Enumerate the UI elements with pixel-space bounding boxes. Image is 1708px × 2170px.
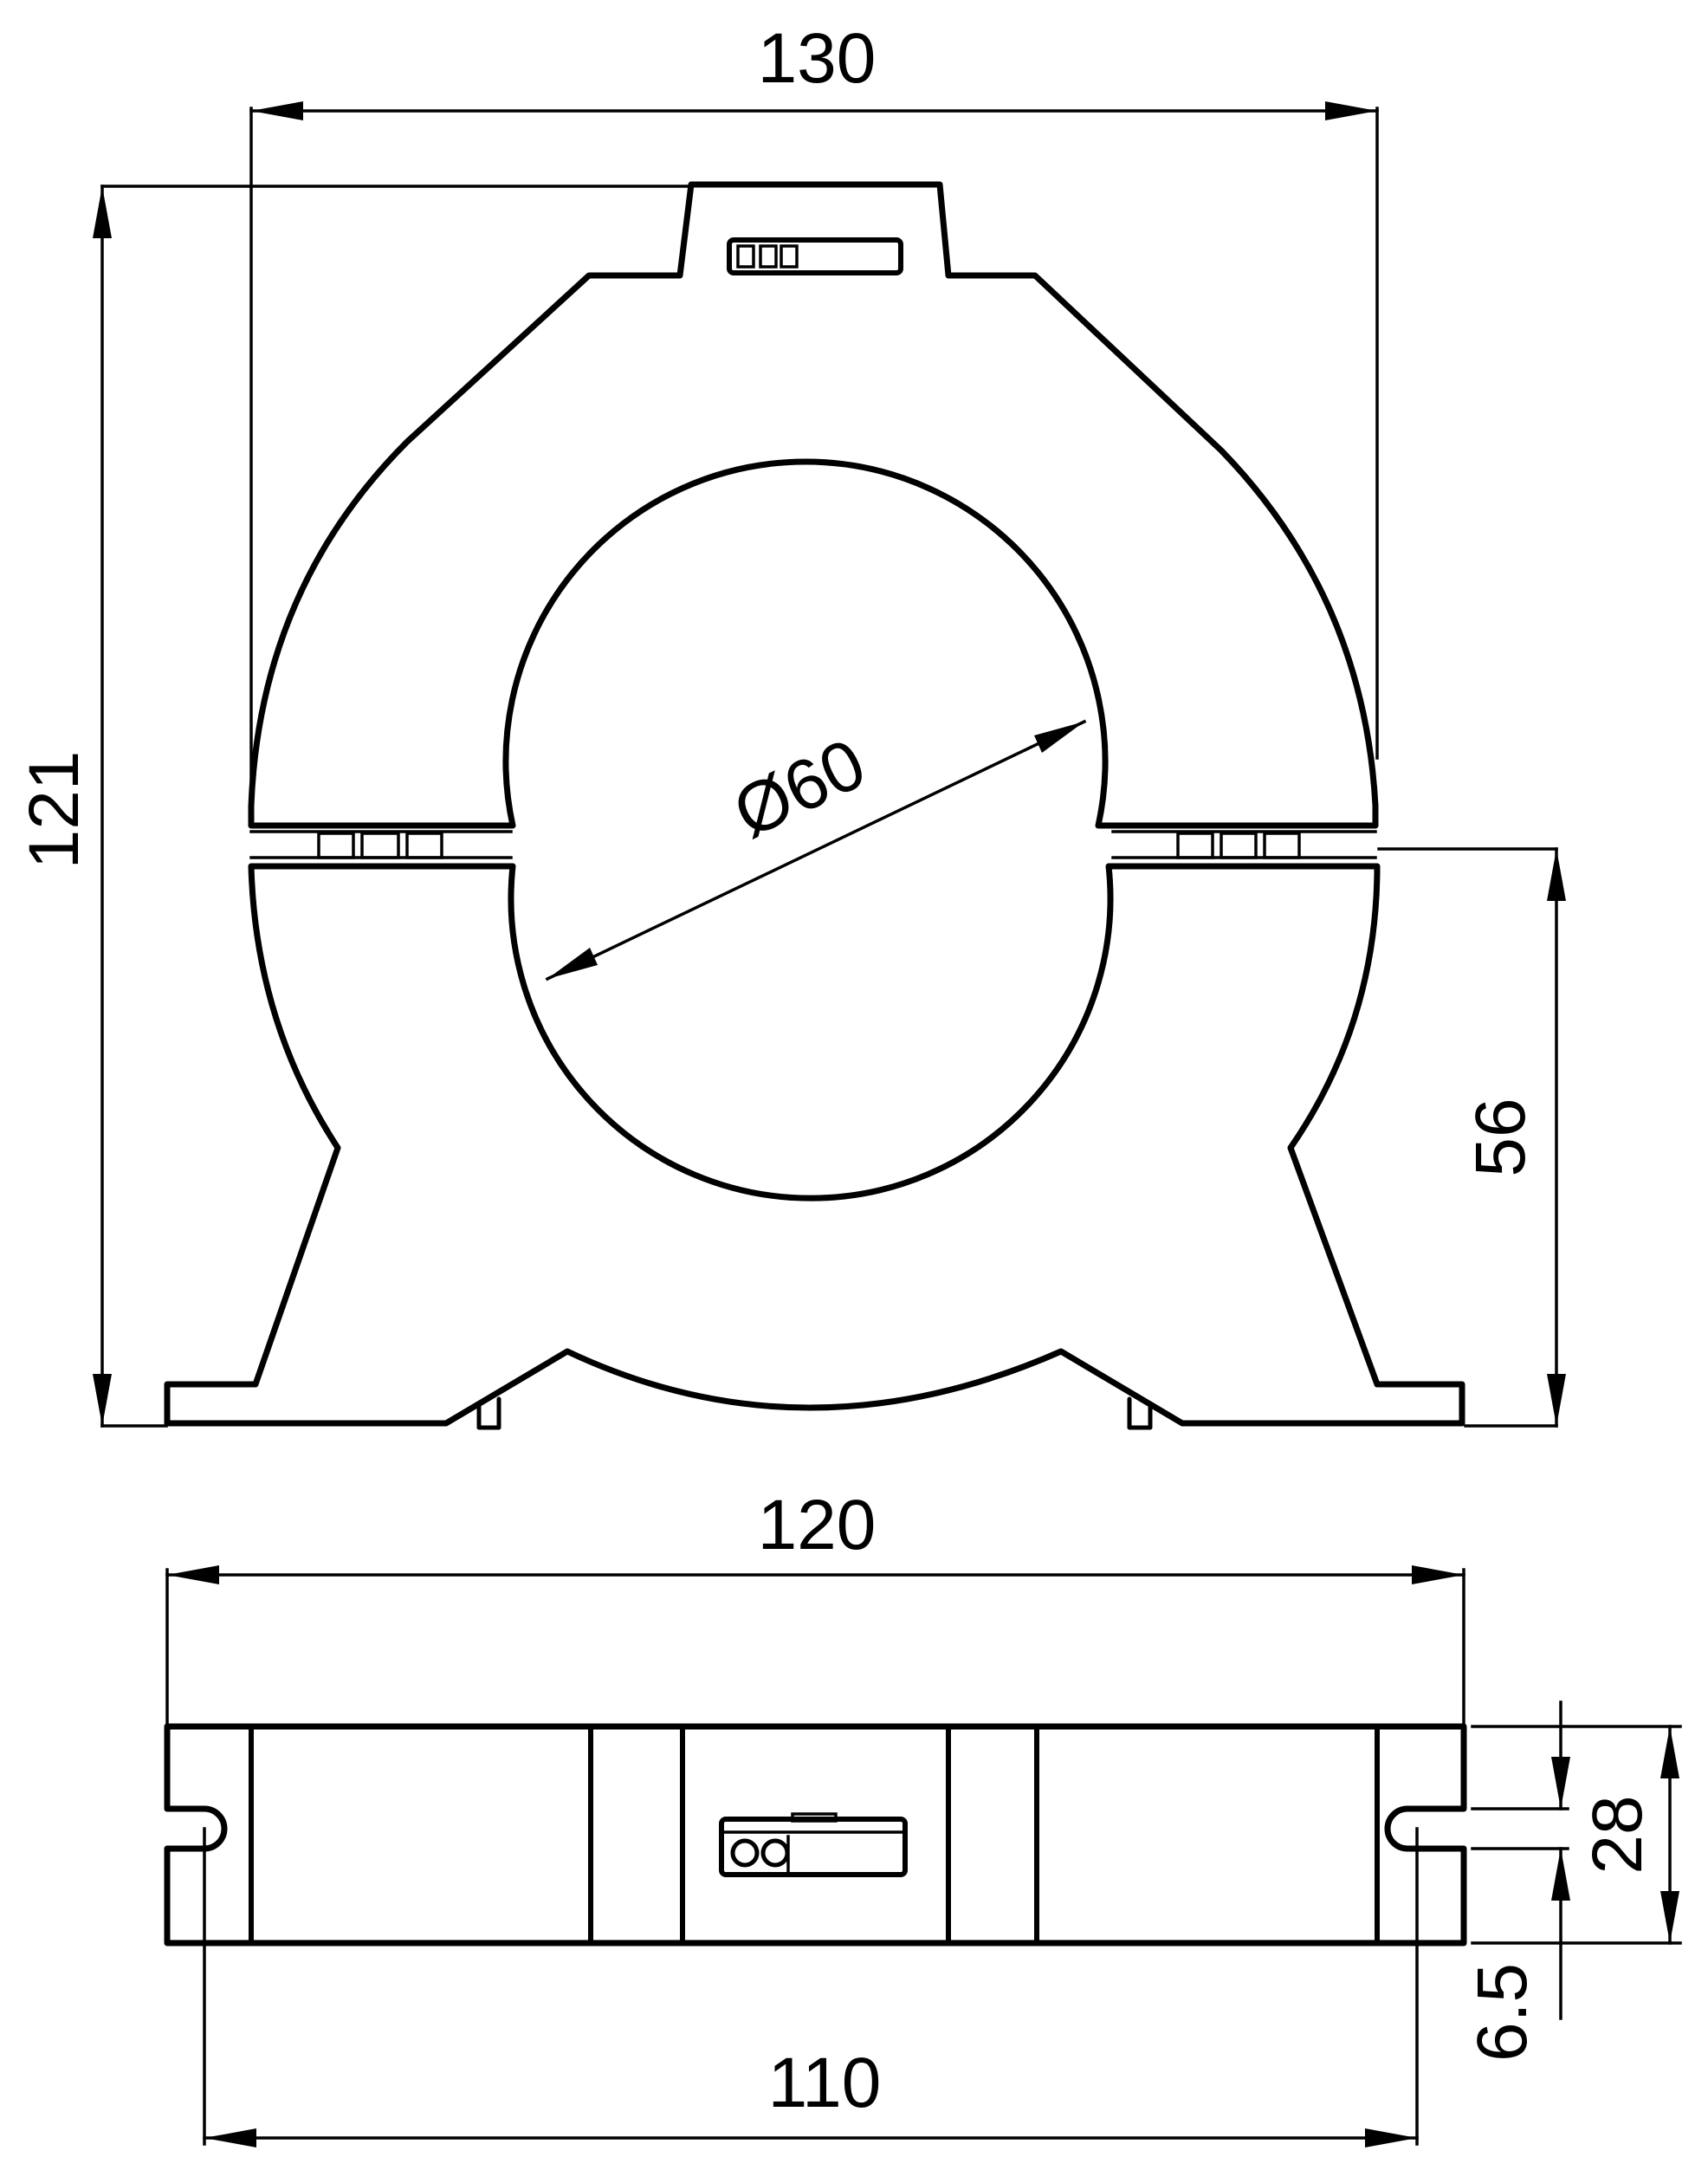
top-body-outline (164, 1723, 1467, 1947)
mounting-clip-left (476, 1396, 501, 1430)
mounting-clip-right (1127, 1396, 1153, 1430)
dim-base-to-split: 56 (1377, 847, 1566, 1428)
dim-slot-offset-label: 6.5 (1463, 1963, 1542, 2062)
dim-slot-pitch: 110 (203, 1827, 1419, 2147)
top-view: 120 110 28 6.5 (164, 1486, 1682, 2147)
dim-top-width: 120 (165, 1486, 1465, 1726)
terminal-block-top-icon (719, 1812, 908, 1877)
dim-front-width: 130 (249, 19, 1379, 825)
terminal-block-icon (727, 237, 903, 275)
dim-front-height: 121 (15, 185, 690, 1428)
split-tabs-left (249, 830, 513, 859)
dim-bore-diameter: Ø60 (545, 719, 1087, 981)
front-view: 130 121 Ø60 56 (15, 19, 1566, 1430)
dim-top-width-label: 120 (758, 1486, 877, 1564)
top-view-divisions (249, 1724, 1380, 1946)
dim-base-to-split-label: 56 (1461, 1098, 1540, 1176)
split-tabs-right (1111, 830, 1377, 859)
lower-housing-outline (164, 863, 1465, 1427)
dim-front-width-label: 130 (758, 19, 877, 98)
dim-depth: 28 (1471, 1725, 1682, 1945)
dim-slot-offset: 6.5 (1463, 1700, 1570, 2062)
dim-depth-label: 28 (1578, 1795, 1657, 1874)
dim-front-height-label: 121 (15, 751, 94, 870)
upper-housing-outline (248, 181, 1379, 829)
dim-slot-pitch-label: 110 (768, 2044, 882, 2122)
